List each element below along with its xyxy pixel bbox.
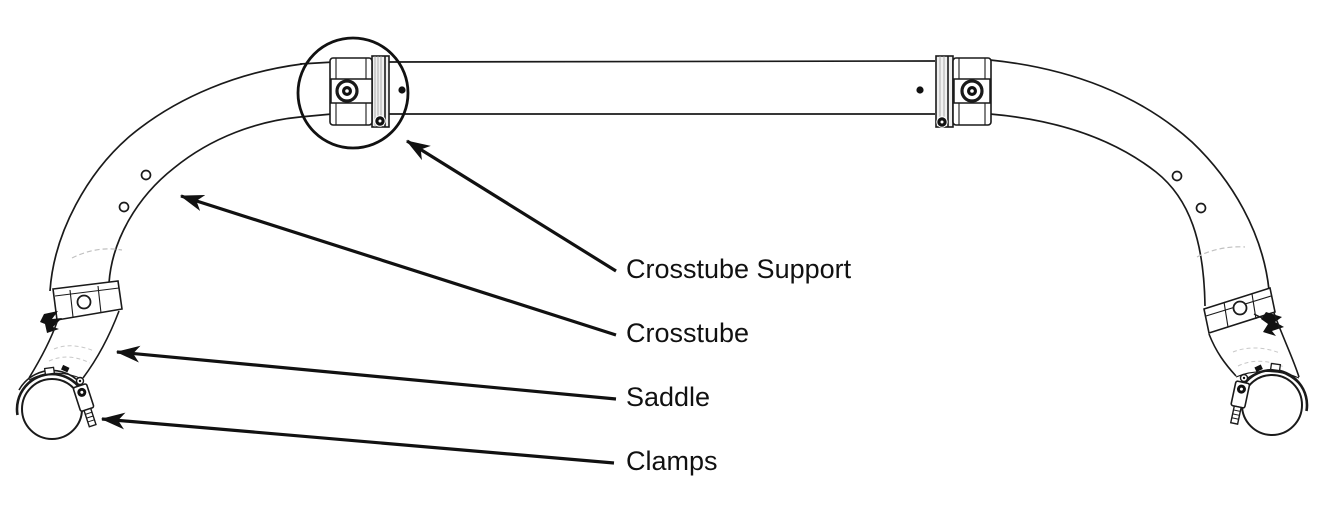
crosstube-support-left <box>329 55 390 128</box>
clamps-arrow <box>100 412 615 465</box>
crosstube-support-right <box>935 55 992 128</box>
highlight-circle <box>296 36 410 150</box>
clamp-left <box>15 364 97 440</box>
crosstube-support-label: Crosstube Support <box>626 254 852 284</box>
saddle-label: Saddle <box>626 382 711 412</box>
crosstube-arrow <box>179 194 617 337</box>
crosstube-support-arrow <box>405 139 617 273</box>
saddle-left <box>28 280 123 381</box>
saddle-right <box>1203 286 1300 379</box>
crosstube-label: Crosstube <box>626 318 750 348</box>
crosstube <box>49 59 1270 307</box>
clamps-label: Clamps <box>626 446 718 476</box>
saddle-arrow <box>115 345 617 401</box>
clamp-right <box>1229 362 1309 436</box>
